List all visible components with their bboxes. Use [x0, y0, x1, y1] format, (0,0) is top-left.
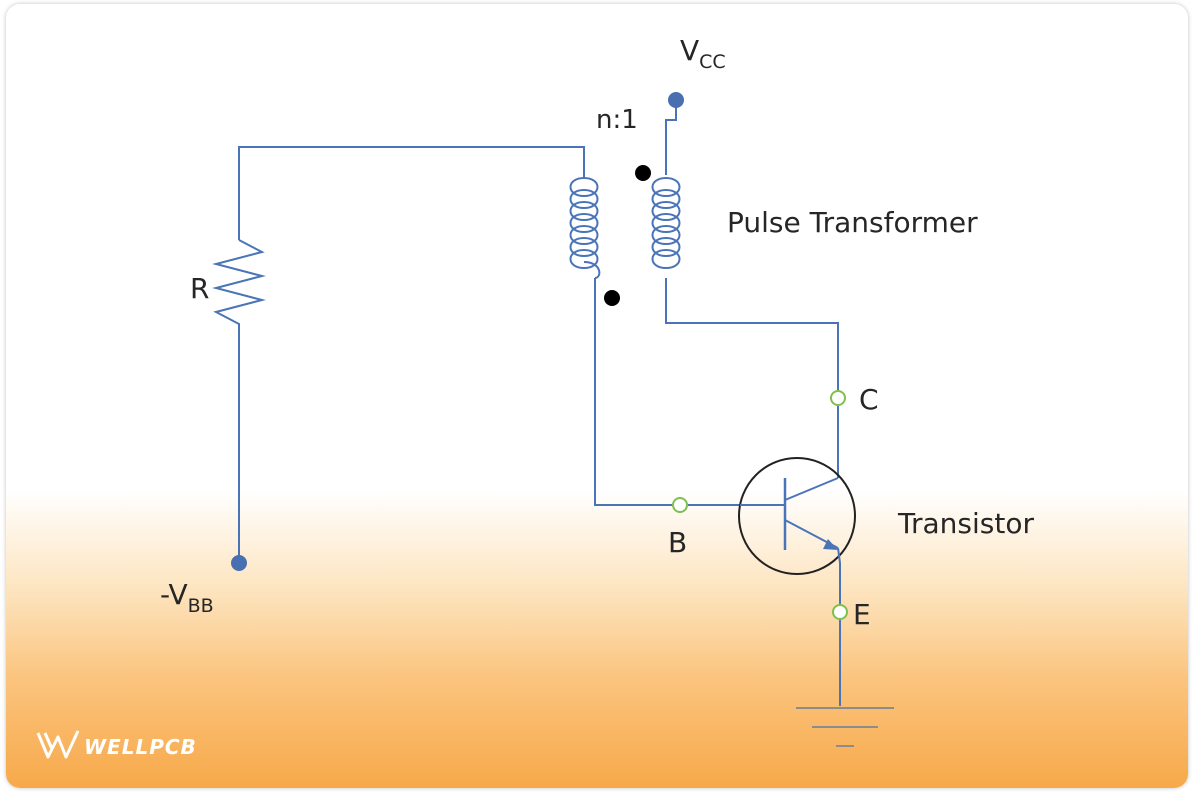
vcc-label: VCC: [680, 34, 726, 73]
resistor-symbol: [212, 239, 266, 335]
diagram-card: VCC n:1 Pulse Transformer R C B E Transi…: [6, 4, 1188, 788]
base-pin: [672, 497, 688, 513]
wire-primary-to-base: [594, 278, 673, 506]
turns-ratio-label: n:1: [596, 105, 638, 135]
transistor-outline: [738, 457, 856, 575]
pulse-transformer-label: Pulse Transformer: [727, 206, 978, 239]
ground-symbol: [796, 707, 894, 747]
transistor-symbol: [738, 457, 856, 575]
transistor-label: Transistor: [897, 507, 1034, 540]
wellpcb-logo-icon: [36, 730, 80, 759]
circuit-diagram: VCC n:1 Pulse Transformer R C B E Transi…: [36, 34, 1034, 759]
resistor-label: R: [190, 272, 209, 305]
wires: [238, 102, 841, 706]
emitter-label: E: [853, 598, 871, 631]
vcc-terminal: [668, 92, 684, 108]
emitter-arrow-icon: [823, 539, 838, 550]
emitter-pin: [832, 604, 848, 620]
secondary-coil: [651, 177, 681, 270]
vbb-label: -VBB: [160, 578, 214, 617]
polarity-dot-secondary: [635, 165, 651, 181]
wire-resistor-top: [238, 146, 585, 240]
collector-pin: [830, 390, 846, 406]
vbb-terminal: [231, 555, 247, 571]
wellpcb-logo: WELLPCB: [36, 730, 197, 759]
collector-label: C: [859, 383, 879, 416]
wire-secondary-to-collector: [665, 278, 839, 390]
base-label: B: [668, 526, 687, 559]
primary-coil: [569, 177, 601, 279]
transistor-collector-lead: [784, 477, 839, 501]
wellpcb-brand-text: WELLPCB: [84, 735, 197, 759]
polarity-dot-primary: [604, 290, 620, 306]
wire-vcc: [665, 102, 677, 175]
